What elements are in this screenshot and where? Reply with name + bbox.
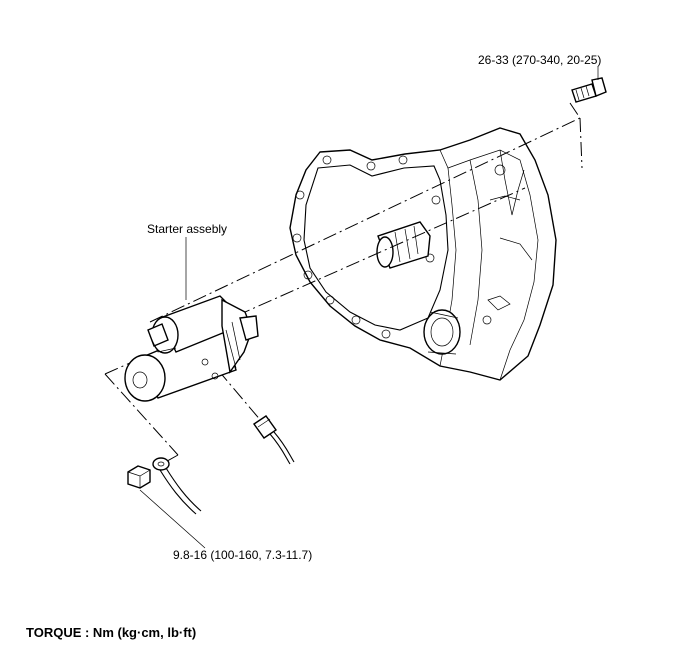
battery-cable-terminal xyxy=(152,457,202,515)
alignment-line-bolt xyxy=(149,117,581,323)
alignment-line-nut-down xyxy=(104,373,179,456)
nut-torque-label: 9.8-16 (100-160, 7.3-11.7) xyxy=(173,548,313,562)
mounting-bolt xyxy=(571,77,607,103)
starter-assembly-label: Starter assebly xyxy=(147,222,228,236)
alignment-line-bolt-drop xyxy=(569,102,581,119)
alignment-line-nut-stub xyxy=(159,454,179,466)
transmission-housing xyxy=(289,127,557,381)
starter-assembly xyxy=(124,295,259,402)
terminal-nut xyxy=(127,465,151,489)
bolt-torque-label: 26-33 (270-340, 20-25) xyxy=(478,53,602,67)
torque-units-label: TORQUE : Nm (kg·cm, lb·ft) xyxy=(26,625,197,640)
wire-connector xyxy=(253,415,295,465)
alignment-line-bolt-rise xyxy=(579,117,583,169)
nut-leader-line xyxy=(139,489,206,549)
alignment-line-connector xyxy=(217,369,263,423)
